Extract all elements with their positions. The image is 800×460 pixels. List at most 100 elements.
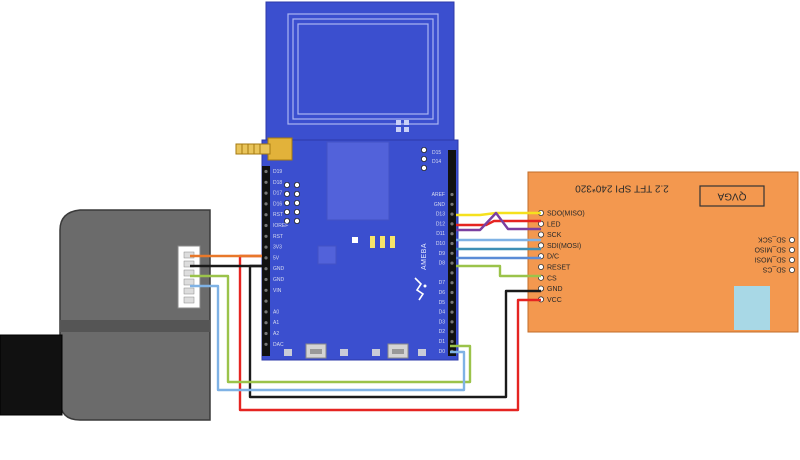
header-pin [450, 222, 454, 226]
tft-pin-label: SCK [547, 232, 562, 239]
header-pin [264, 299, 268, 303]
tft-pin-label: LED [547, 221, 561, 228]
left-pin-label: VIN [273, 288, 282, 294]
ameba-board: D15 D14 D19D18D17D16RSTIOREFRST3V35VGNDG… [261, 1, 459, 361]
main-chip [326, 141, 390, 221]
wire-led [456, 219, 541, 227]
header-pin [264, 202, 268, 206]
wire-sck [456, 211, 541, 232]
header-pin [264, 288, 268, 292]
header-pin [450, 320, 454, 324]
header-pin [450, 290, 454, 295]
header-pin [450, 212, 454, 216]
left-pin-label: 5V [273, 255, 280, 261]
tft-pin-label: RESET [547, 265, 571, 272]
header-pin [264, 256, 268, 260]
header-pin [450, 271, 454, 275]
tft-module: QVGA 2.2 TFT SPI 240*320 SDO(MISO) LED SCK… [527, 171, 799, 333]
board-leds [370, 236, 395, 248]
right-pin-label: GND [434, 202, 446, 208]
sd-pin-label: SD_MISO [754, 246, 786, 253]
header-pin [264, 234, 268, 238]
left-pin-label: RST [273, 234, 283, 240]
left-pin-label: GND [273, 277, 285, 283]
usb-port-icon [305, 343, 327, 359]
sd-pin-label: SD_MOSI [754, 256, 786, 263]
tft-pin-label: SDI(MOSI) [547, 243, 581, 250]
tft-title-box [699, 185, 765, 207]
header-pin [450, 202, 454, 206]
header-pin [264, 213, 268, 217]
left-pin-label: D17 [273, 191, 282, 197]
left-pin-label: A0 [273, 309, 279, 315]
header-pin [264, 169, 268, 174]
usb-port-icon [387, 343, 409, 359]
header-pin [450, 310, 454, 314]
wire-miso [456, 211, 541, 217]
right-pin-label: D8 [439, 261, 446, 267]
sensor-band [60, 320, 210, 332]
right-pin-label: D0 [439, 349, 446, 355]
small-chip [317, 245, 337, 265]
tft-pin [538, 263, 545, 270]
right-pin-label: D12 [436, 221, 445, 227]
right-pin-label: AREF [432, 192, 445, 198]
left-pin-label: D16 [273, 201, 282, 207]
header-pin [450, 192, 454, 197]
header-pin [264, 191, 268, 195]
left-pin-label: RST [273, 212, 283, 218]
wire-sensor-green [190, 274, 472, 384]
tft-pin-label: D/C [547, 254, 559, 261]
header-pin [264, 277, 268, 282]
tft-subtitle: 2.2 TFT SPI 240*320 [575, 182, 669, 193]
header-pin [450, 251, 454, 255]
right-pin-label: D13 [436, 212, 445, 218]
left-pin-label: GND [273, 266, 285, 272]
sd-pin [789, 266, 796, 273]
right-pin-label: D9 [439, 251, 446, 257]
sd-pin [789, 236, 796, 243]
header-pin [450, 330, 454, 334]
header-pin [450, 339, 454, 344]
header-pin [264, 245, 268, 249]
tft-pin-label: SDO(MISO) [547, 211, 585, 218]
sd-pin [789, 246, 796, 253]
board-brand: AMEBA [421, 243, 428, 270]
right-pin-label: D7 [439, 280, 446, 286]
top-pin-header [420, 146, 427, 171]
header-pin [450, 281, 454, 285]
header-pin [264, 310, 268, 314]
header-pin [264, 223, 268, 228]
header-pin [450, 300, 454, 304]
tft-pin-label: VCC [547, 297, 562, 304]
left-header [262, 166, 270, 356]
board-button [352, 237, 358, 243]
sensor-lens [0, 334, 63, 416]
right-pin-label: D1 [439, 339, 446, 345]
left-pin-label: 3V3 [273, 245, 282, 251]
sensor-module [0, 209, 211, 421]
tft-pin [538, 242, 545, 249]
sd-pin [789, 256, 796, 263]
right-pin-label: D3 [439, 319, 446, 325]
right-pin-label: D10 [436, 241, 445, 247]
nfc-area [265, 1, 455, 143]
left-pin-label: IOREF [273, 223, 288, 229]
sd-pin-label: SD_SCK [758, 236, 786, 243]
header-pin [450, 241, 454, 246]
realtek-logo-icon [414, 277, 427, 301]
right-pin-label: D2 [439, 329, 446, 335]
top-pin-label: D14 [432, 159, 441, 165]
antenna-icon [235, 137, 293, 161]
tft-title: QVGA [717, 190, 746, 201]
header-pin [264, 267, 268, 271]
sd-pin-label: SD_CS [762, 266, 786, 273]
nfc-coil-icon [287, 13, 439, 125]
right-pin-label: D11 [436, 231, 445, 237]
left-pin-label: DAC [273, 342, 284, 348]
icsp-header [283, 181, 300, 224]
tft-pin [538, 231, 545, 238]
wires [190, 211, 541, 412]
tft-pin-label: GND [547, 286, 563, 293]
